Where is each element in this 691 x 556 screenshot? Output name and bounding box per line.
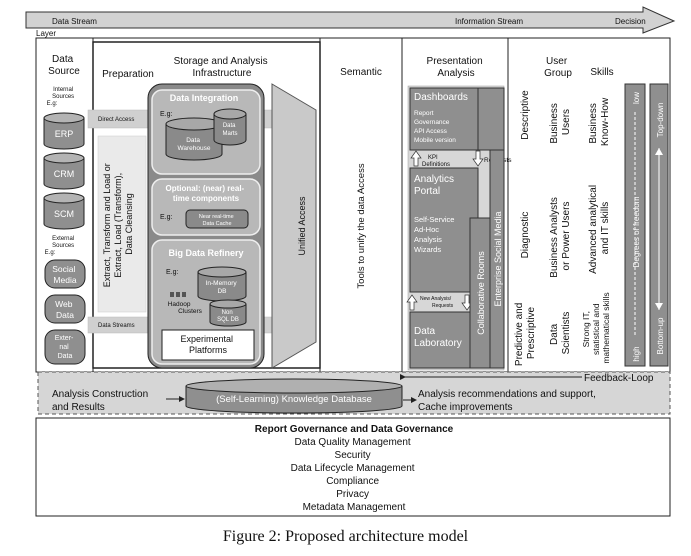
data-laboratory-box — [409, 311, 471, 369]
direction-top-down: Top-down — [656, 103, 665, 138]
svg-text:(Self-Learning) Knowledge Data: (Self-Learning) Knowledge Database — [216, 394, 372, 405]
feedback-loop-label: Feedback-Loop — [584, 373, 654, 384]
direct-access-label: Direct Access — [98, 117, 134, 123]
source-scm: SCM — [43, 192, 85, 230]
column-semantic: Semantic — [340, 67, 382, 78]
svg-text:ERP: ERP — [55, 129, 74, 139]
column-data-source: Data Source — [48, 54, 80, 77]
nosql-db: Non SQL DB — [209, 299, 247, 327]
freedom-label: Degrees of freedom — [632, 196, 641, 267]
svg-text:Exter- nal Data: Exter- nal Data — [55, 335, 76, 360]
column-skills: Skills — [590, 67, 613, 78]
skill-business-knowhow: Business Know-How — [588, 97, 611, 146]
svg-text:E.g:: E.g: — [160, 111, 173, 118]
refinery-title: Big Data Refinery — [168, 248, 243, 258]
semantic-tools-label: Tools to unify the data Access — [356, 163, 367, 288]
svg-text:CRM: CRM — [54, 169, 75, 179]
skill-analytical: Advanced analytical and IT skills — [588, 182, 611, 274]
enterprise-social-media-label: Enterprise Social Media — [493, 211, 503, 306]
svg-text:Web Data: Web Data — [55, 299, 75, 320]
svg-text:Hadoop Clusters: Hadoop Clusters — [168, 301, 203, 315]
new-analysis-arrow — [406, 294, 418, 311]
information-stream-label: Information Stream — [455, 17, 523, 26]
analysis-predictive: Predictive and Prescriptive — [514, 300, 537, 366]
stream-arrow: Data Stream Information Stream Decision — [25, 6, 676, 34]
new-analysis-label: New Analysis/ Requests — [420, 296, 454, 309]
governance-items: Data Quality Management Security Data Li… — [291, 437, 418, 513]
svg-text:E.g:: E.g: — [160, 214, 173, 221]
svg-text:E.g:: E.g: — [166, 269, 179, 276]
user-data-scientists: Data Scientists — [549, 312, 572, 355]
user-business-users: Business Users — [549, 100, 572, 143]
source-crm: CRM — [43, 152, 85, 190]
analysis-recommendations-label: Analysis recommendations and support, Ca… — [418, 389, 599, 413]
portal-items: Self-Service Ad-Hoc Analysis Wizards — [414, 215, 457, 254]
layer-label: Layer — [36, 29, 56, 38]
svg-text:Social Media: Social Media — [52, 264, 78, 285]
column-preparation: Preparation — [102, 69, 154, 80]
realtime-cache — [185, 209, 249, 229]
kpi-arrow — [410, 150, 422, 167]
decision-label: Decision — [615, 17, 646, 26]
dashboards-box — [409, 87, 479, 151]
column-presentation: Presentation Analysis — [427, 56, 486, 79]
svg-text:Data Warehouse: Data Warehouse — [178, 137, 211, 152]
unified-access-label: Unified Access — [297, 196, 307, 256]
data-marts-db: Data Marts — [213, 108, 247, 146]
freedom-high: high — [632, 346, 641, 361]
source-external-data — [44, 329, 86, 365]
analysis-construction-label: Analysis Construction and Results — [52, 389, 151, 413]
source-web-data — [44, 294, 86, 324]
source-social-media — [44, 259, 86, 289]
data-integration-title: Data Integration — [170, 93, 239, 103]
requests-arrow — [472, 150, 484, 167]
svg-text:Data Marts: Data Marts — [223, 123, 238, 137]
data-stream-label: Data Stream — [52, 17, 97, 26]
knowledge-database: (Self-Learning) Knowledge Database — [185, 378, 403, 414]
svg-text:SCM: SCM — [54, 209, 74, 219]
user-business-analysts: Business Analysts or Power Users — [549, 194, 572, 277]
dashboards-title: Dashboards — [414, 92, 468, 103]
analysis-descriptive: Descriptive — [520, 90, 531, 140]
etl-box — [97, 135, 147, 313]
etl-label: Extract, Transform and Load or Extract, … — [102, 161, 134, 288]
unified-access-trapezoid — [271, 83, 317, 369]
experimental-platforms-label: Experimental Platforms — [180, 334, 235, 355]
svg-text:In-Memory DB: In-Memory DB — [206, 280, 239, 295]
source-erp: ERP — [43, 112, 85, 150]
governance-title: Report Governance and Data Governance — [255, 424, 454, 435]
dashboards-items: Report Governance API Access Mobile vers… — [414, 110, 456, 144]
analytics-portal-title: Analytics Portal — [414, 174, 457, 197]
data-streams-label: Data Streams — [98, 323, 135, 329]
enterprise-social-media-bar — [489, 149, 505, 369]
freedom-low: low — [632, 92, 641, 104]
analytics-portal-box — [409, 167, 479, 293]
figure-caption: Figure 2: Proposed architecture model — [222, 528, 469, 545]
external-sources-label: External Sources E.g: — [45, 236, 76, 256]
svg-text:Non SQL DB: Non SQL DB — [217, 310, 239, 323]
internal-sources-label: Internal Sources E.g: — [47, 87, 76, 107]
realtime-title: Optional: (near) real- time components — [166, 184, 247, 203]
direction-bottom-up: Bottom-up — [656, 317, 665, 354]
collaborative-rooms-label: Collaborative Rooms — [476, 251, 486, 335]
data-laboratory-title: Data Laboratory — [414, 326, 462, 349]
column-storage: Storage and Analysis Infrastructure — [174, 56, 271, 79]
in-memory-db: In-Memory DB — [197, 266, 247, 302]
svg-text:Near real-time Data Cache: Near real-time Data Cache — [199, 214, 235, 227]
kpi-definitions-label: KPI Definitions — [422, 155, 450, 168]
column-user-group: User Group — [544, 56, 572, 79]
experimental-platforms — [161, 329, 255, 361]
hadoop-clusters: Hadoop Clusters — [168, 292, 203, 315]
analysis-diagnostic: Diagnostic — [520, 212, 531, 259]
governance-box — [35, 417, 671, 517]
skill-strong-it: Strong IT, statistical and mathematical … — [581, 292, 611, 363]
